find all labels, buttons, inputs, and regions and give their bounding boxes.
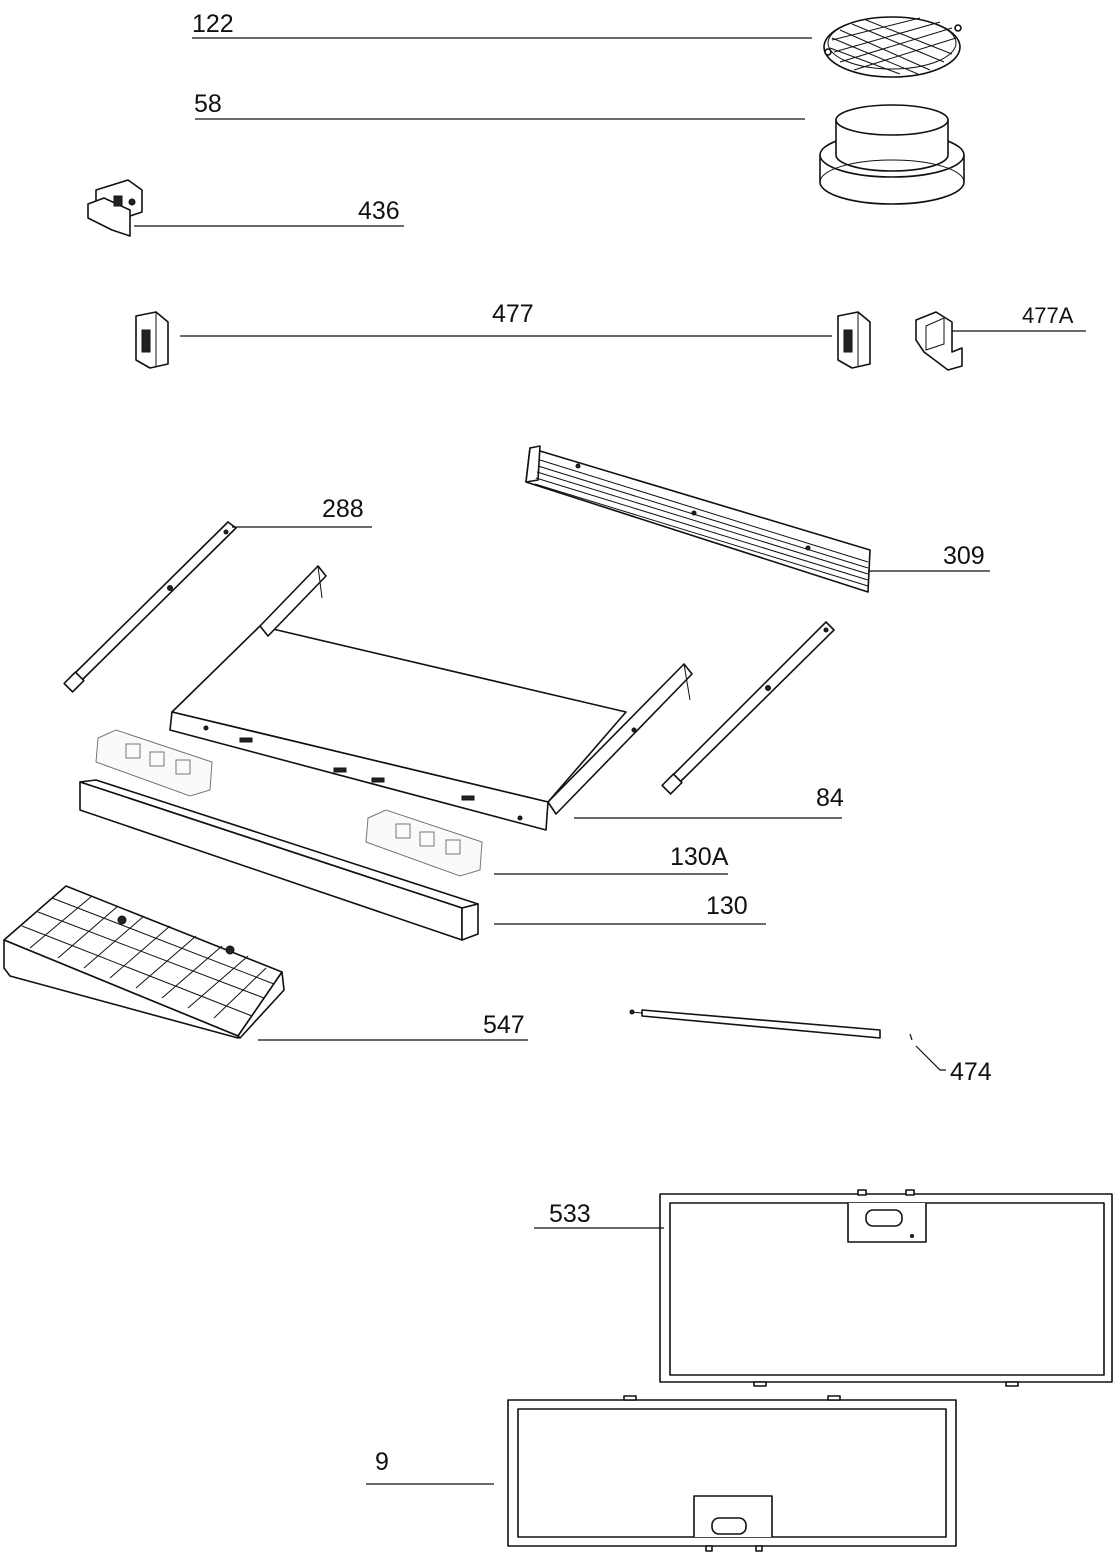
bracket-130a-lower-part xyxy=(365,809,483,877)
side-rod-left-part xyxy=(63,521,237,693)
part-label-474: 474 xyxy=(950,1058,992,1086)
part-label-9: 9 xyxy=(375,1448,389,1476)
clip-436-part xyxy=(87,179,143,237)
side-rod-right-part xyxy=(661,621,835,795)
duct-adapter-part xyxy=(819,104,965,205)
part-label-130a: 130A xyxy=(670,843,729,871)
part-label-309: 309 xyxy=(943,542,985,570)
rod-474-part xyxy=(629,1009,881,1039)
part-label-436: 436 xyxy=(358,197,400,225)
housing-tray-part xyxy=(169,565,693,831)
grease-filter-533-part xyxy=(659,1189,1113,1387)
part-label-477: 477 xyxy=(492,300,534,328)
part-label-477a: 477A xyxy=(1022,303,1074,328)
part-label-288: 288 xyxy=(322,495,364,523)
part-label-122: 122 xyxy=(192,10,234,38)
grease-filter-9-part xyxy=(507,1395,957,1552)
part-label-130: 130 xyxy=(706,892,748,920)
leader-line-474 xyxy=(909,1033,946,1071)
part-label-84: 84 xyxy=(816,784,844,812)
bracket-477a-part xyxy=(915,311,963,371)
front-grille-bar-part xyxy=(525,445,871,593)
part-label-533: 533 xyxy=(549,1200,591,1228)
bracket-130a-upper-part xyxy=(95,729,213,797)
bracket-477-right-part xyxy=(837,311,871,369)
front-bar-130-part xyxy=(79,779,479,941)
part-label-58: 58 xyxy=(194,90,222,118)
bracket-477-left-part xyxy=(135,311,169,369)
part-label-547: 547 xyxy=(483,1011,525,1039)
carbon-filter-frame-part xyxy=(3,885,285,1039)
round-grille-part xyxy=(823,16,962,78)
